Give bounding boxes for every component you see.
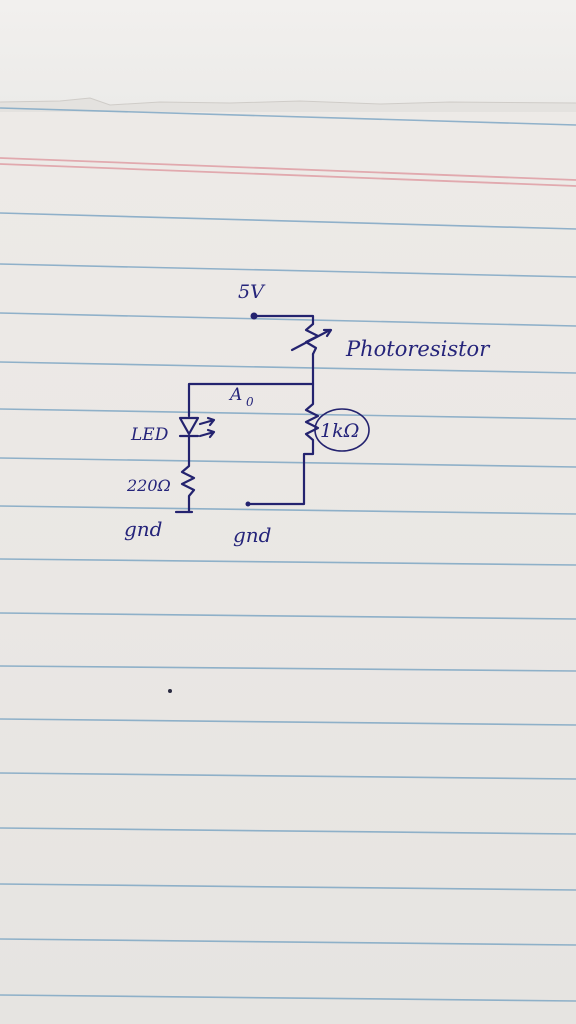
divider-ground-terminal xyxy=(245,501,251,507)
divider-resistor-label: 1kΩ xyxy=(320,420,359,442)
led-arrow-2 xyxy=(198,428,216,439)
photoresistor-arrowhead xyxy=(322,328,333,338)
torn-top-sheet xyxy=(0,0,576,105)
analog-pin-subscript: 0 xyxy=(246,395,254,409)
led-symbol xyxy=(178,416,200,436)
ground-left-label: gnd xyxy=(124,517,163,541)
photoresistor-arrow xyxy=(290,328,332,352)
supply-wire xyxy=(254,314,315,326)
photoresistor-label: Photoresistor xyxy=(345,337,491,361)
analog-pin-label: A xyxy=(228,385,242,405)
analog-branch-wire xyxy=(187,382,315,418)
supply-label: 5V xyxy=(238,281,266,303)
led-arrow-1 xyxy=(198,416,216,427)
led-resistor-symbol xyxy=(180,434,196,514)
ink-dot xyxy=(168,689,172,693)
led-label: LED xyxy=(130,425,169,445)
ground-right-label: gnd xyxy=(233,523,272,547)
divider-resistor-symbol xyxy=(246,382,320,506)
resistor-highlight-circle xyxy=(314,408,370,452)
led-resistor-label: 220Ω xyxy=(126,476,171,495)
torn-paper-edge xyxy=(0,97,576,112)
supply-terminal xyxy=(250,312,258,320)
